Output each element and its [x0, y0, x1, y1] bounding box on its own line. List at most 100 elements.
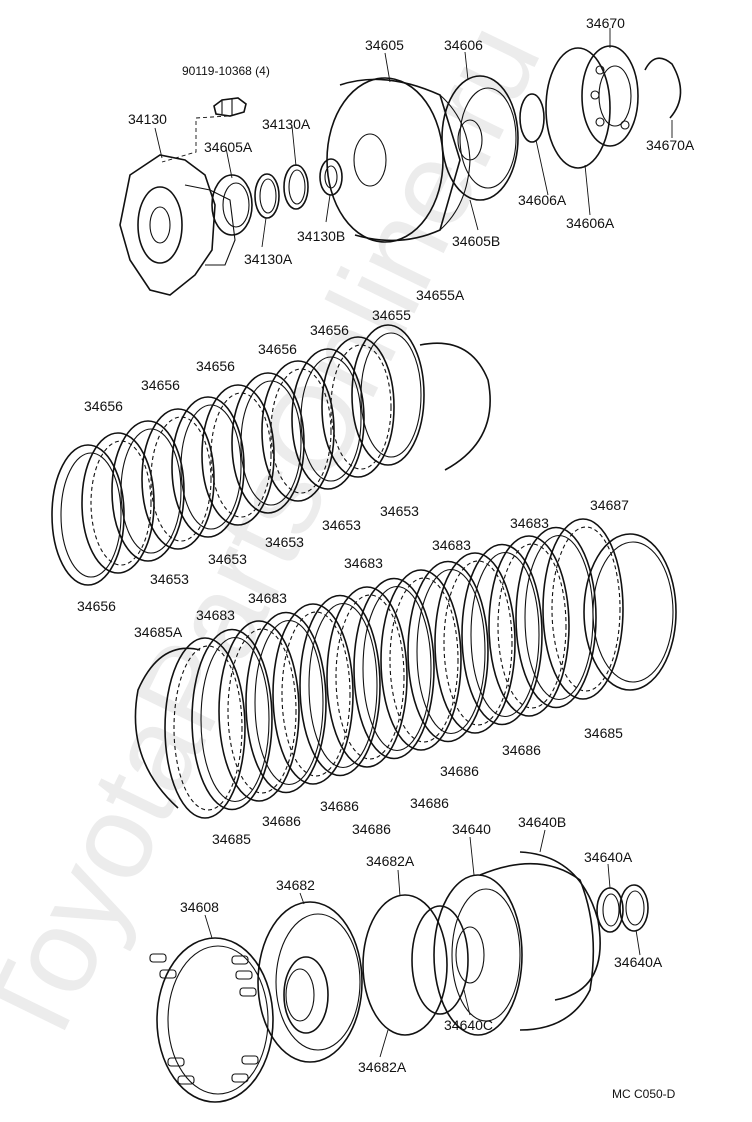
part-34606A-large [545, 47, 611, 169]
section-piston-assembly: 34608 34682 34682A 34682A 34640 34640B 3… [149, 814, 663, 1103]
label-34606A-2: 34606A [566, 215, 615, 231]
label-34685-right: 34685 [584, 725, 623, 741]
clutch-disc-8 [261, 360, 335, 502]
label-34670: 34670 [586, 15, 625, 31]
section-clutch-pack-2-labels: 34687 34683 34683 34683 34683 34683 3468… [134, 497, 629, 847]
label-34640B: 34640B [518, 814, 566, 830]
return-spring-2 [159, 969, 177, 979]
label-34653-5: 34653 [150, 571, 189, 587]
label-34653-1: 34653 [380, 503, 419, 519]
return-spring-7 [177, 1075, 195, 1085]
part-34605A [211, 174, 253, 236]
label-34685-bottom: 34685 [212, 831, 251, 847]
clutch-disc-10 [321, 336, 395, 478]
section-clutch-pack-2 [134, 518, 677, 819]
part-34608-spring-retainer [149, 937, 274, 1103]
return-spring-4 [235, 970, 253, 980]
part-34640-drum [433, 862, 595, 1036]
label-34687: 34687 [590, 497, 629, 513]
clutch-plate-11 [434, 552, 516, 734]
clutch-plate-1 [164, 637, 246, 819]
clutch-disc-7 [231, 372, 305, 514]
label-34130A-bottom: 34130A [244, 251, 293, 267]
label-34655A: 34655A [416, 287, 465, 303]
return-spring-6 [167, 1057, 185, 1067]
label-34653-4: 34653 [208, 551, 247, 567]
label-34682: 34682 [276, 877, 315, 893]
label-34653-2: 34653 [322, 517, 361, 533]
plate-34687 [583, 533, 677, 691]
snap-ring-34655A [419, 342, 491, 471]
label-34656-2: 34656 [258, 341, 297, 357]
clutch-disc-1 [51, 444, 125, 586]
label-34683-3: 34683 [344, 555, 383, 571]
label-34686-3: 34686 [410, 795, 449, 811]
label-34640A-1: 34640A [584, 849, 633, 865]
label-34606A-1: 34606A [518, 192, 567, 208]
snap-ring-34685A [134, 647, 201, 809]
label-34640C: 34640C [444, 1017, 493, 1033]
label-34605B: 34605B [452, 233, 500, 249]
section-clutch-pack-1 [51, 324, 491, 586]
label-34130: 34130 [128, 111, 167, 127]
label-34686-4: 34686 [320, 798, 359, 814]
label-bolt: 90119-10368 (4) [182, 64, 270, 78]
clutch-plate-10 [407, 560, 489, 743]
label-34656-1: 34656 [310, 322, 349, 338]
section-clutch-pack-1-labels: 34655A 34655 34656 34656 34656 34656 346… [77, 287, 465, 614]
part-34682-piston [257, 901, 363, 1063]
section-pump-assembly: 90119-10368 (4) 34130 34605A 34130A 3413… [119, 15, 695, 296]
clutch-disc-11 [351, 324, 425, 466]
label-34130B: 34130B [297, 228, 345, 244]
clutch-disc-2 [81, 432, 155, 574]
clutch-plate-9 [380, 569, 462, 751]
label-34640A-2: 34640A [614, 954, 663, 970]
label-34656-5: 34656 [84, 398, 123, 414]
part-34670 [581, 45, 639, 147]
label-34605: 34605 [365, 37, 404, 53]
label-34606: 34606 [444, 37, 483, 53]
part-34682A-ring-inner [411, 905, 469, 1015]
clutch-plate-3 [218, 620, 300, 802]
clutch-disc-5 [171, 396, 245, 538]
return-spring-5 [239, 987, 257, 997]
label-34670A: 34670A [646, 137, 695, 153]
label-34605A: 34605A [204, 139, 253, 155]
label-34682A-bottom: 34682A [358, 1059, 407, 1075]
part-34130A-ring-a [254, 173, 280, 219]
clutch-plate-15 [542, 518, 624, 700]
return-spring-9 [231, 1073, 249, 1083]
part-34606 [441, 75, 519, 201]
clutch-disc-6 [201, 384, 275, 526]
return-spring-1 [149, 953, 167, 963]
return-spring-8 [241, 1055, 259, 1065]
clutch-plate-13 [488, 535, 570, 717]
part-34130B [319, 158, 343, 196]
label-34656-4: 34656 [141, 377, 180, 393]
retainer-springs [149, 953, 259, 1085]
label-34656-bottom: 34656 [77, 598, 116, 614]
part-34682A-ring-outer [362, 894, 448, 1036]
clutch-plate-6 [299, 594, 381, 777]
label-34683-2: 34683 [432, 537, 471, 553]
label-34608: 34608 [180, 899, 219, 915]
label-34640: 34640 [452, 821, 491, 837]
part-34606A-small [519, 93, 545, 143]
clutch-plate-8 [353, 577, 435, 760]
label-34683-1: 34683 [510, 515, 549, 531]
label-34685A: 34685A [134, 624, 183, 640]
label-34655: 34655 [372, 307, 411, 323]
label-34683-5: 34683 [196, 607, 235, 623]
label-34653-3: 34653 [265, 534, 304, 550]
clutch-disc-3 [111, 420, 185, 562]
clutch-disc-9 [291, 348, 365, 490]
clutch-plate-12 [461, 543, 543, 726]
label-34686-6: 34686 [352, 821, 391, 837]
part-34640B [519, 851, 601, 1001]
part-bolt-90119 [161, 97, 247, 163]
clutch-disc-4 [141, 408, 215, 550]
label-34656-3: 34656 [196, 358, 235, 374]
label-34683-4: 34683 [248, 590, 287, 606]
label-34130A-top: 34130A [262, 116, 311, 132]
